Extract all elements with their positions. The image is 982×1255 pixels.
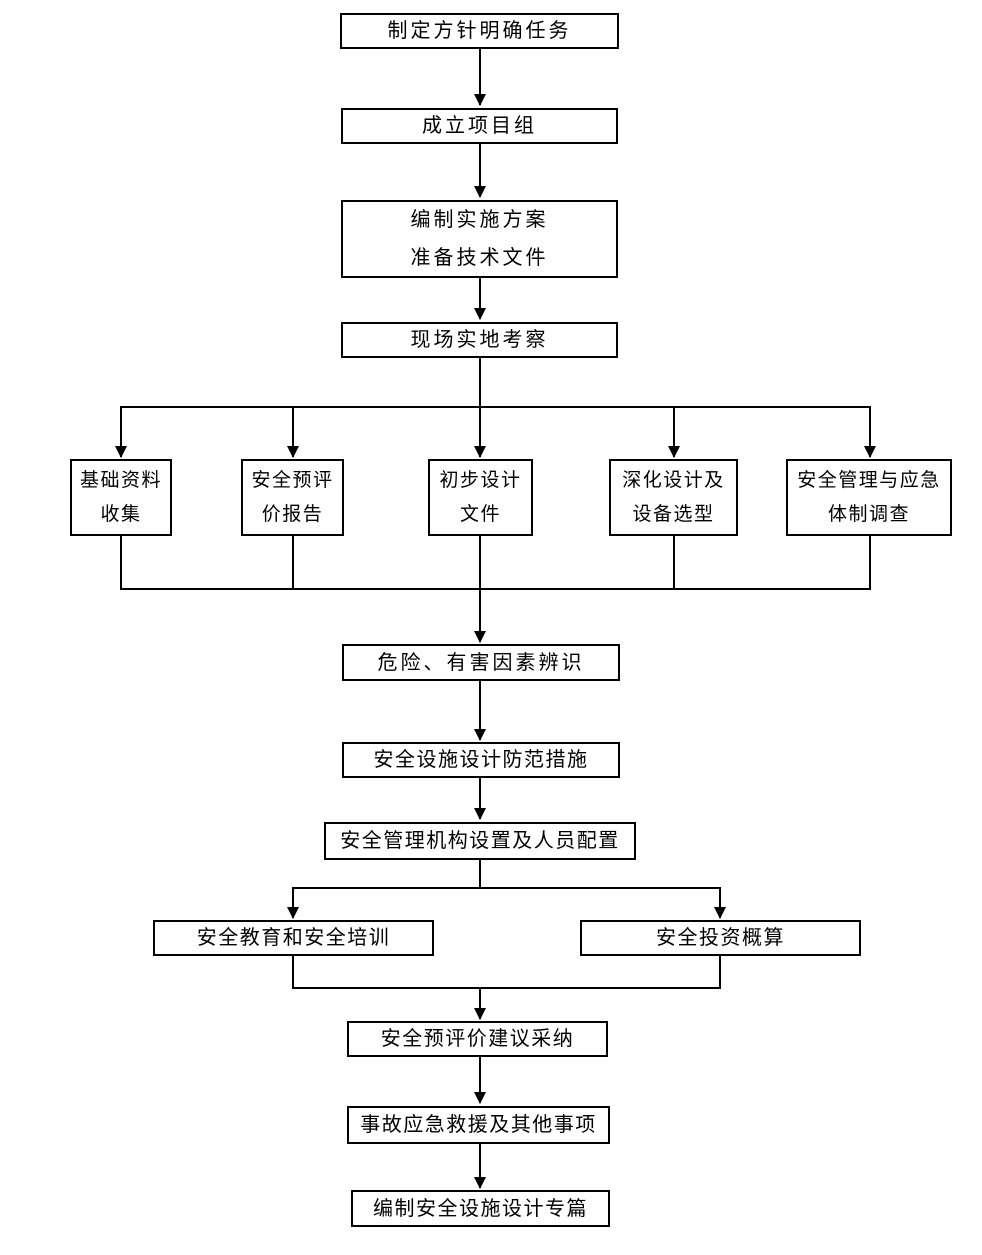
node-label: 文件	[459, 503, 501, 525]
flow-node-define-policy: 制定方针明确任务	[340, 13, 619, 49]
node-label: 编制实施方案	[410, 209, 549, 231]
node-label: 安全管理与应急	[797, 470, 941, 492]
node-label: 制定方针明确任务	[387, 20, 572, 42]
node-label: 现场实地考察	[410, 329, 549, 351]
flow-node-prepare-plan: 编制实施方案 准备技术文件	[341, 200, 618, 278]
node-label: 深化设计及	[622, 470, 725, 492]
flow-node-protective-measures: 安全设施设计防范措施	[342, 742, 620, 778]
flow-node-education-training: 安全教育和安全培训	[153, 920, 434, 956]
flow-node-suggestion-adoption: 安全预评价建议采纳	[347, 1021, 608, 1057]
flow-node-form-project-team: 成立项目组	[341, 108, 618, 144]
node-label: 收集	[100, 503, 142, 525]
flow-node-investment-estimate: 安全投资概算	[580, 920, 861, 956]
node-label: 设备选型	[632, 503, 715, 525]
node-label: 事故应急救援及其他事项	[360, 1114, 597, 1136]
node-label: 准备技术文件	[410, 247, 549, 269]
flow-node-basic-data-collection: 基础资料 收集	[70, 459, 172, 536]
flow-node-emergency-rescue: 事故应急救援及其他事项	[347, 1106, 610, 1144]
node-label: 体制调查	[827, 503, 910, 525]
node-label: 成立项目组	[422, 115, 537, 137]
node-label: 初步设计	[439, 470, 522, 492]
flow-node-safety-mgmt-survey: 安全管理与应急 体制调查	[786, 459, 952, 536]
flow-node-pre-evaluation-report: 安全预评 价报告	[241, 459, 344, 536]
node-label: 安全预评	[251, 470, 334, 492]
node-label: 编制安全设施设计专篇	[373, 1197, 588, 1220]
node-label: 基础资料	[79, 470, 162, 492]
node-label: 安全教育和安全培训	[196, 927, 391, 949]
node-label: 安全设施设计防范措施	[373, 749, 589, 771]
node-label: 危险、有害因素辨识	[377, 651, 585, 674]
flow-node-preliminary-design-doc: 初步设计 文件	[428, 459, 533, 536]
node-label: 价报告	[261, 503, 324, 525]
node-label: 安全投资概算	[656, 927, 785, 949]
flow-node-detailed-design: 深化设计及 设备选型	[609, 459, 738, 536]
node-label: 安全管理机构设置及人员配置	[340, 830, 620, 852]
flow-node-site-survey: 现场实地考察	[341, 322, 618, 358]
node-label: 安全预评价建议采纳	[380, 1028, 575, 1050]
flow-node-compile-special-design: 编制安全设施设计专篇	[351, 1190, 610, 1227]
flow-node-hazard-identification: 危险、有害因素辨识	[342, 644, 620, 681]
flow-node-org-and-staffing: 安全管理机构设置及人员配置	[324, 822, 636, 860]
